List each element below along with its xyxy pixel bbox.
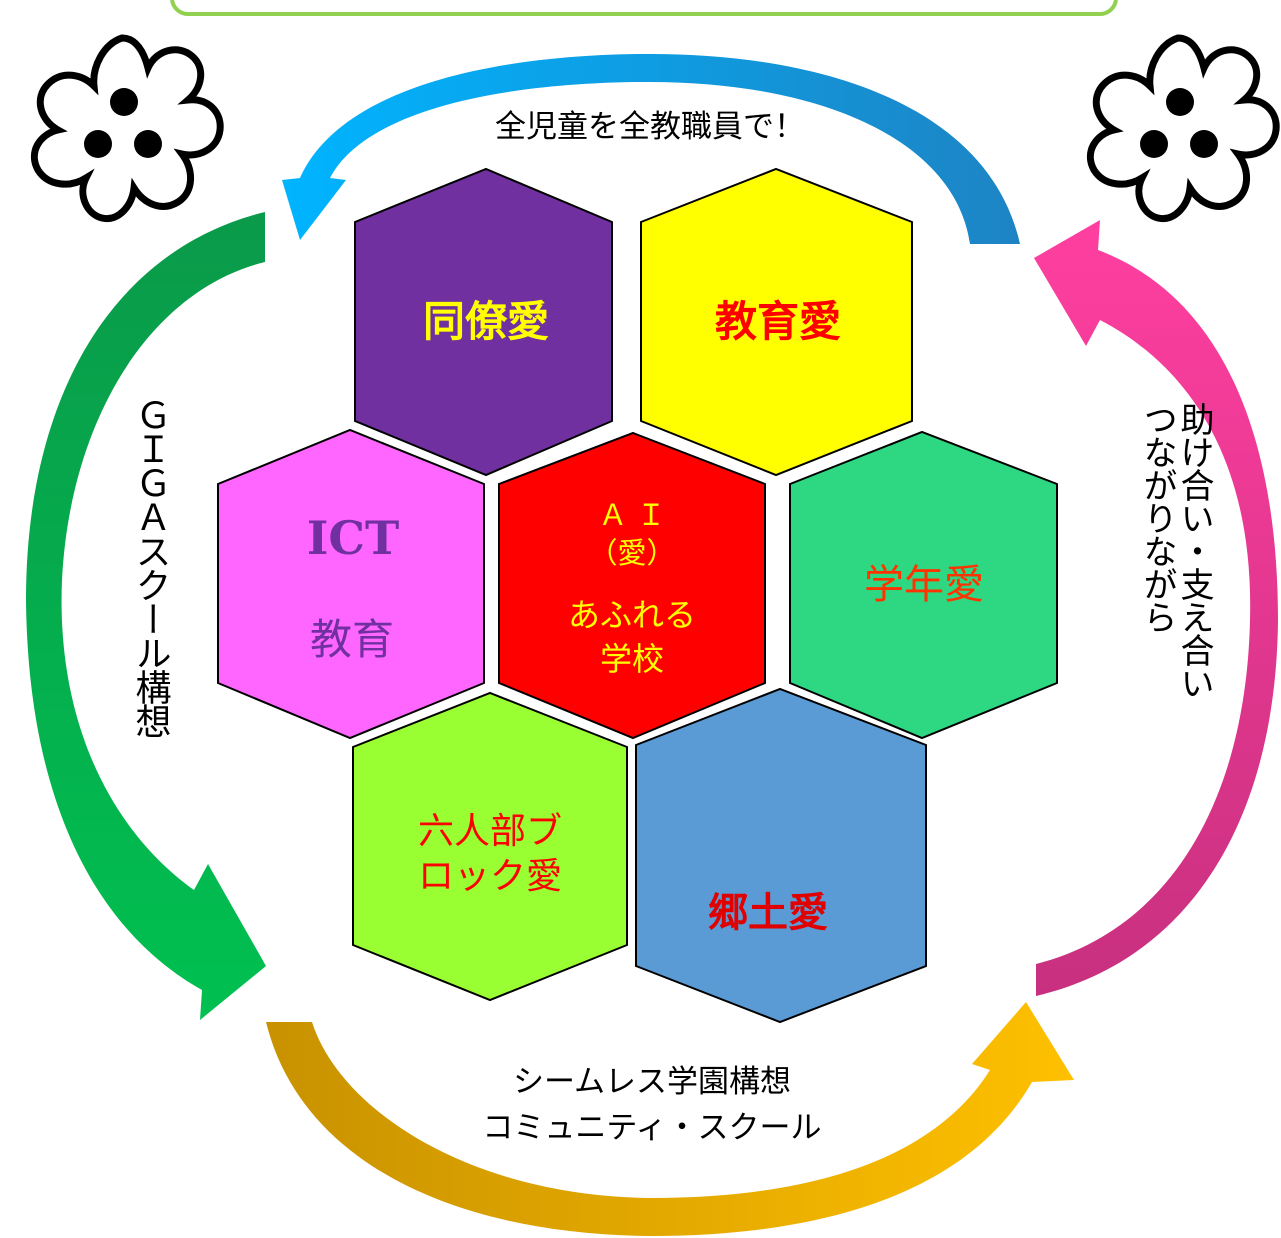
hex-education-love: 教育愛 (640, 167, 913, 477)
cherry-blossom-left-icon (30, 34, 224, 223)
hex-label-ict: ICT (307, 511, 399, 565)
hex-label-colleague-love: 同僚愛 (423, 297, 549, 346)
hex-colleague-love: 同僚愛 (354, 167, 613, 477)
hex-label-ai-love: （愛） (588, 536, 675, 570)
hex-label-school: 学校 (600, 640, 664, 678)
hex-label-education-love: 教育愛 (715, 297, 841, 346)
hex-label-grade-love: 学年愛 (864, 562, 984, 608)
hex-label-mutobe-block-1: 六人部ブ (418, 811, 562, 852)
cycle-label-bottom-1: シームレス学園構想 (513, 1064, 791, 1100)
right-cycle-arrow (1034, 220, 1278, 996)
hex-label-overflowing: あふれる (568, 596, 696, 634)
hex-label-hometown-love: 郷土愛 (708, 890, 828, 936)
hex-label-ai: Ａ Ｉ (598, 498, 665, 532)
hex-hometown-love: 郷土愛 (635, 687, 927, 1024)
bottom-cycle-arrow (266, 1002, 1074, 1236)
cycle-label-right-2: つながりながら (1137, 402, 1177, 633)
cycle-label-right-1: 助け合い・支え合い (1174, 402, 1214, 699)
hex-label-ict-education: 教育 (310, 615, 394, 664)
cherry-blossom-right-icon (1086, 34, 1280, 223)
hex-mutobe-block-love: 六人部ブ ロック愛 (352, 691, 628, 1002)
cycle-label-left: ＧＩＧＡスクール構想 (130, 397, 171, 737)
title-frame (170, 0, 1118, 16)
hex-ict-education: ICT 教育 (217, 428, 485, 740)
top-cycle-arrow (282, 53, 1020, 244)
cycle-label-top: 全児童を全教職員で！ (495, 109, 805, 145)
hex-label-mutobe-block-2: ロック愛 (418, 856, 562, 897)
left-cycle-arrow (26, 212, 266, 1020)
hex-grade-love: 学年愛 (789, 430, 1058, 740)
cycle-label-bottom-2: コミュニティ・スクール (482, 1110, 821, 1146)
hex-ai-school-center: Ａ Ｉ （愛） あふれる 学校 (498, 431, 766, 740)
